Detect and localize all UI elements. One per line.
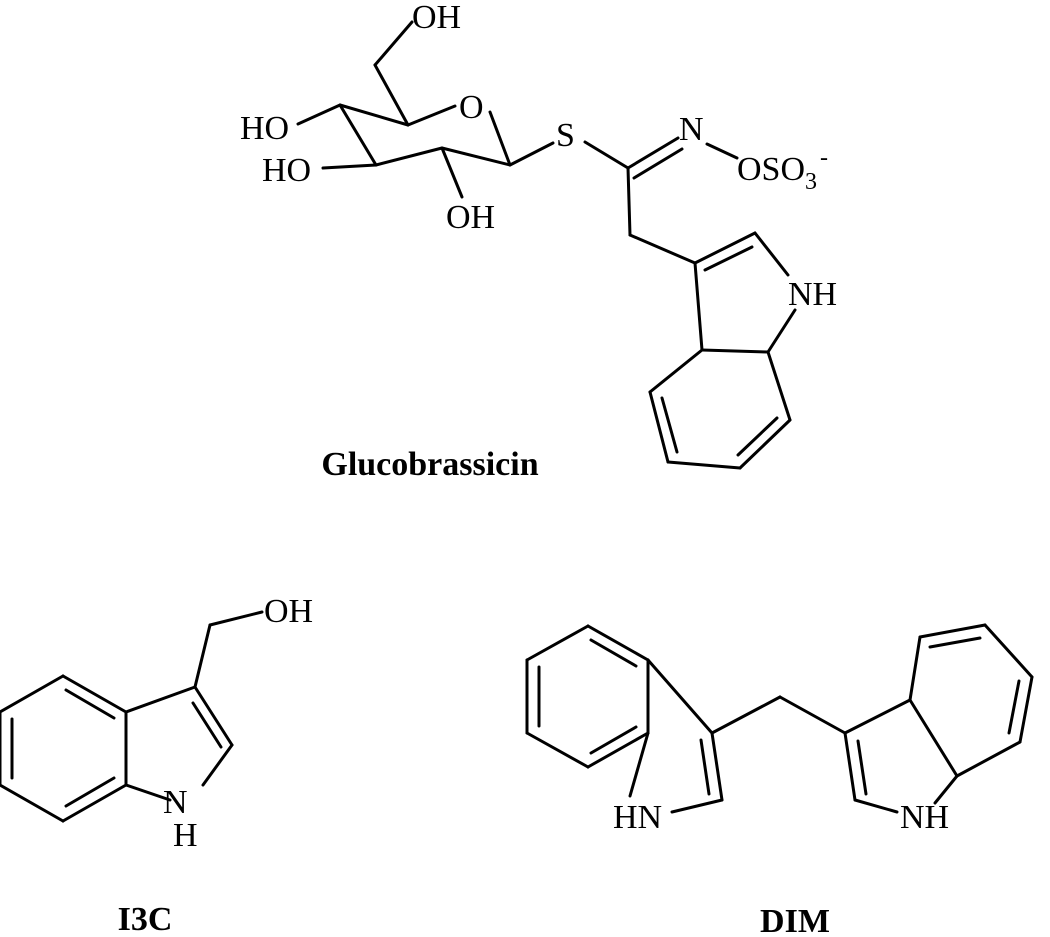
glucose-ring-bonds	[296, 20, 555, 199]
compound-name-i3c: I3C	[118, 901, 173, 937]
i3c-atom-label-oh: OH	[264, 593, 313, 630]
dim-left-indole-bonds	[525, 624, 724, 814]
compound-name-glucobrassicin: Glucobrassicin	[321, 446, 538, 483]
dim-methylene-bonds	[710, 695, 847, 735]
i3c-bonds	[0, 610, 264, 823]
atom-label-oso: OSO	[737, 151, 805, 188]
atom-label-ho-c4: HO	[240, 110, 289, 147]
i3c-structure: OH N H I3C	[0, 593, 313, 937]
atom-label-ring-o: O	[459, 89, 484, 126]
i3c-atom-labels: OH N H	[163, 593, 313, 854]
atom-label-oh-c2: OH	[446, 199, 495, 236]
i3c-atom-label-n: N	[163, 784, 188, 821]
dim-atom-label-hn: HN	[613, 799, 662, 836]
glucobrassicin-indole-bonds	[648, 231, 797, 470]
dim-atom-labels: HN NH	[613, 799, 949, 836]
i3c-atom-label-h: H	[173, 817, 198, 854]
atom-label-charge-minus: -	[820, 145, 828, 171]
thiohydroximate-bonds	[583, 136, 739, 265]
glucobrassicin-atom-labels: OH HO HO OH O S N OSO 3 - NH	[240, 0, 837, 313]
atom-label-subscript-3: 3	[805, 169, 817, 195]
atom-label-s: S	[556, 117, 575, 154]
atom-label-ho-c3: HO	[262, 152, 311, 189]
dim-right-indole-bonds	[843, 623, 1034, 814]
glucobrassicin-structure: OH HO HO OH O S N OSO 3 - NH Glucobrassi…	[240, 0, 837, 483]
atom-label-nh: NH	[788, 276, 837, 313]
atom-label-oh-ch2: OH	[412, 0, 461, 36]
atom-label-n: N	[679, 111, 704, 148]
dim-atom-label-nh: NH	[900, 799, 949, 836]
dim-structure: HN NH DIM	[525, 623, 1034, 937]
compound-name-dim: DIM	[760, 903, 830, 937]
